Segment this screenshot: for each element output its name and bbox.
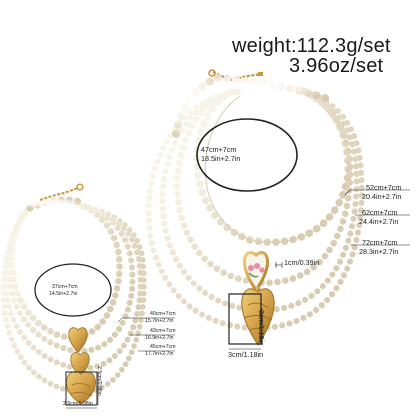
bead-size-label: 1cm/0.39in [284,258,320,267]
small-choker-length-cm: 37cm+7cm [52,284,78,290]
small-clasp-chain [39,183,84,201]
large-choker-length-cm: 47cm+7cm [201,145,237,154]
strand-52-cm: 52cm+7cm [366,183,402,192]
strand-52-in: 20.4in+2.7in [362,192,402,201]
weight-grams-label: weight:112.3g/set [232,35,391,57]
large-pendant-width-label: 3cm/1.18in [228,350,264,359]
strand-43-in: 16.9in+2.7in [145,335,174,341]
strand-40-cm: 40cm+7cm [150,311,176,317]
strand-62-cm: 62cm+7cm [362,208,398,217]
weight-ounces-label: 3.96oz/set [289,55,384,77]
small-pendants [66,327,96,405]
small-dimension-lines [34,263,175,409]
strand-45-in: 17.7in+2.7in [145,351,174,357]
small-choker-length-in: 14.5in+2.7in [49,291,78,297]
large-dimension-lines [196,118,410,350]
strand-72-cm: 72cm+7cm [362,238,398,247]
strand-72-in: 28.3in+2.7in [359,247,399,256]
large-choker-length-in: 18.5in+2.7in [201,154,241,163]
strand-43-cm: 43cm+7cm [150,328,176,334]
large-pendants [241,251,275,346]
strand-40-in: 15.7in+2.7in [145,318,174,324]
strand-45-cm: 45cm+7cm [150,344,176,350]
small-pendant-height-label: 2.5cm/0.98in [96,366,102,396]
small-pendant-width-label: 2.5cm/0.98in [63,401,93,407]
large-pendant-height-label: 3cm/1.18in [257,310,266,346]
small-strands [0,196,147,395]
strand-62-in: 24.4in+2.7in [359,217,399,226]
